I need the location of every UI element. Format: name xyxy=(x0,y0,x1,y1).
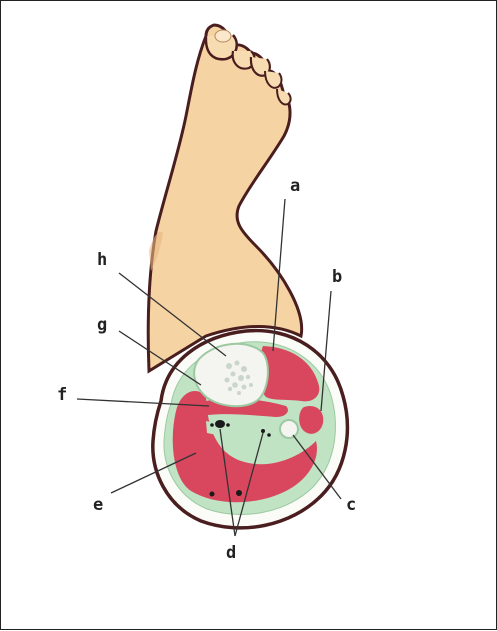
big-toenail xyxy=(215,30,231,42)
muscle-b xyxy=(299,406,323,434)
label-c: c xyxy=(346,495,356,515)
label-h: h xyxy=(97,250,107,270)
label-f: f xyxy=(57,385,67,405)
label-a: a xyxy=(290,176,300,196)
label-g: g xyxy=(97,315,107,335)
label-e: e xyxy=(93,495,103,515)
label-b: b xyxy=(332,267,342,287)
fibula-bone xyxy=(280,420,298,438)
label-d: d xyxy=(226,543,236,563)
